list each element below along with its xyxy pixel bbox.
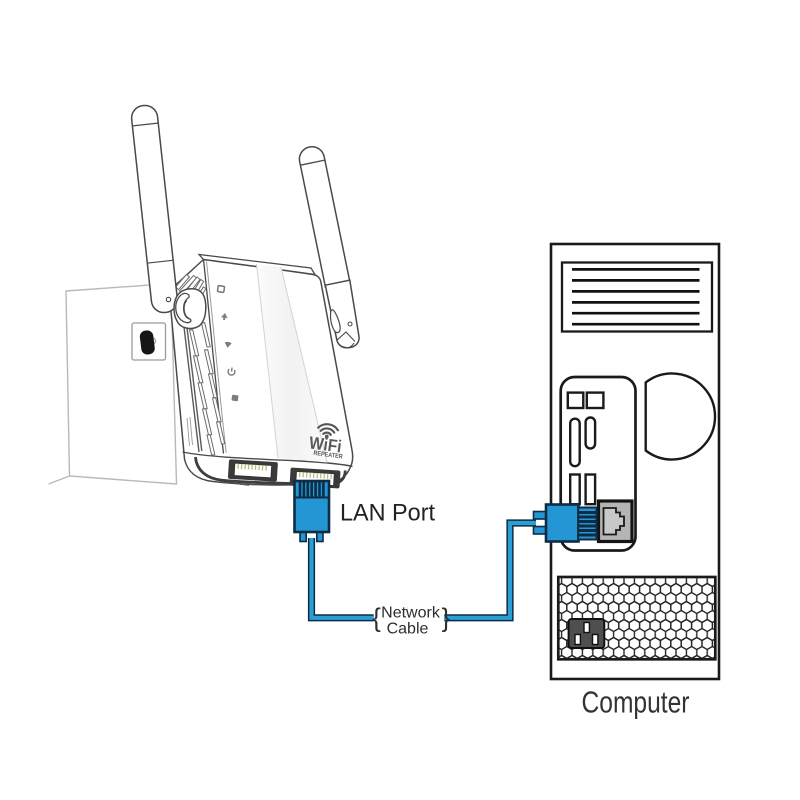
svg-text:}: } (442, 603, 451, 633)
svg-text:WiFi: WiFi (308, 432, 343, 456)
svg-text:Network: Network (381, 605, 441, 622)
svg-text:LAN Port: LAN Port (340, 500, 435, 527)
svg-text:{: { (372, 603, 381, 633)
svg-text:REPEATER: REPEATER (313, 450, 343, 461)
svg-text:Computer: Computer (582, 685, 690, 720)
svg-text:Cable: Cable (387, 621, 429, 638)
